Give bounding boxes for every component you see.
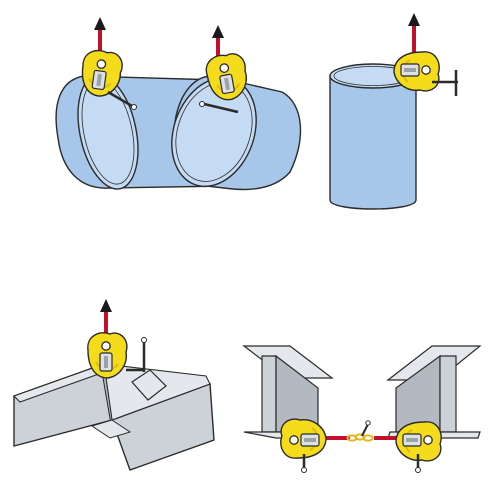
handle-knob bbox=[199, 101, 205, 107]
tensioner-lever bbox=[361, 423, 369, 437]
left-beam-web bbox=[261, 355, 277, 433]
plate-seam-wedge bbox=[90, 419, 132, 439]
figure-vertical-cylinder bbox=[329, 13, 458, 210]
lift-arrow-icon bbox=[94, 17, 106, 30]
clamp-screw-handle bbox=[107, 90, 133, 108]
lift-arrow-icon bbox=[212, 25, 224, 38]
handle-knob bbox=[415, 467, 421, 473]
figure-horizontal-pipe-tilted bbox=[171, 25, 302, 191]
figure-plate-edge-lift bbox=[12, 299, 215, 471]
handle-knob bbox=[141, 337, 147, 343]
clamp-icon bbox=[279, 418, 327, 460]
right-beam-web bbox=[439, 355, 457, 433]
handle-knob bbox=[301, 467, 307, 473]
clamp-screw-handle bbox=[203, 102, 239, 114]
handle-knob bbox=[131, 104, 137, 110]
figure-i-beam-pull bbox=[242, 345, 482, 473]
cylinder-body bbox=[329, 75, 417, 210]
clamp-icon bbox=[393, 50, 441, 92]
handle-knob bbox=[365, 420, 371, 426]
clamp-icon bbox=[86, 331, 128, 379]
lift-arrow-icon bbox=[408, 13, 420, 26]
lift-arrow-icon bbox=[100, 299, 112, 312]
plate-offcut bbox=[131, 369, 167, 401]
